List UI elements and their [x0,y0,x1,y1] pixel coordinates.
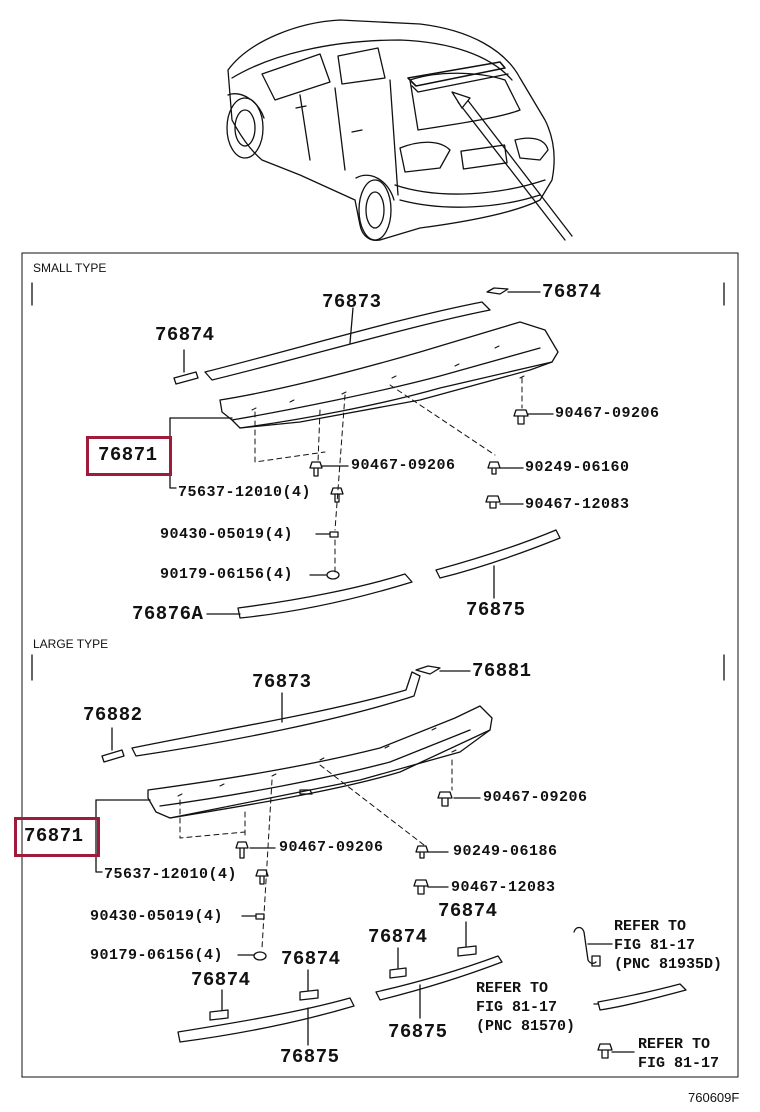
highlight-76871-large [14,817,100,857]
label-76874-small-right: 76874 [542,281,602,303]
label-76881: 76881 [472,660,532,682]
section-large-type: LARGE TYPE [33,637,109,651]
label-76871-small[interactable]: 76871 [98,444,158,466]
car-illustration [226,19,573,242]
highlight-76871-small [86,436,172,476]
label-90467-09206-large-b: 90467-09206 [279,839,384,856]
frame [21,252,739,1078]
section-small-type: SMALL TYPE [33,261,107,275]
label-90467-09206-small-b: 90467-09206 [351,457,456,474]
label-90430-05019-large: 90430-05019(4) [90,908,224,925]
label-90179-06156-small: 90179-06156(4) [160,566,294,583]
label-76874-large-a: 76874 [438,900,498,922]
label-90179-06156-large: 90179-06156(4) [90,947,224,964]
label-75637-12010-large: 75637-12010(4) [104,866,238,883]
label-76871-large[interactable]: 76871 [24,825,84,847]
refer-pnc-81570: REFER TO FIG 81-17 (PNC 81570) [476,980,576,1035]
label-90467-12083-large: 90467-12083 [451,879,556,896]
label-76874-large-c: 76874 [281,948,341,970]
label-90249-06186: 90249-06186 [453,843,558,860]
refer-pnc-81935d: REFER TO FIG 81-17 (PNC 81935D) [614,918,723,973]
label-90467-09206-small-a: 90467-09206 [555,405,660,422]
label-90249-06160: 90249-06160 [525,459,630,476]
label-76873-small: 76873 [322,291,382,313]
label-76873-large: 76873 [252,671,312,693]
label-76874-large-b: 76874 [368,926,428,948]
refer-fig-81-17: REFER TO FIG 81-17 [638,1036,720,1072]
label-75637-12010-small: 75637-12010(4) [178,484,312,501]
label-90467-12083-small: 90467-12083 [525,496,630,513]
label-76875-small: 76875 [466,599,526,621]
figure-code: 760609F [688,1090,740,1105]
label-76875-large-a: 76875 [388,1021,448,1043]
label-90430-05019-small: 90430-05019(4) [160,526,294,543]
label-76882: 76882 [83,704,143,726]
label-90467-09206-large-a: 90467-09206 [483,789,588,806]
label-76874-small-left: 76874 [155,324,215,346]
label-76875-large-b: 76875 [280,1046,340,1068]
label-76874-large-d: 76874 [191,969,251,991]
label-76876a: 76876A [132,603,204,625]
